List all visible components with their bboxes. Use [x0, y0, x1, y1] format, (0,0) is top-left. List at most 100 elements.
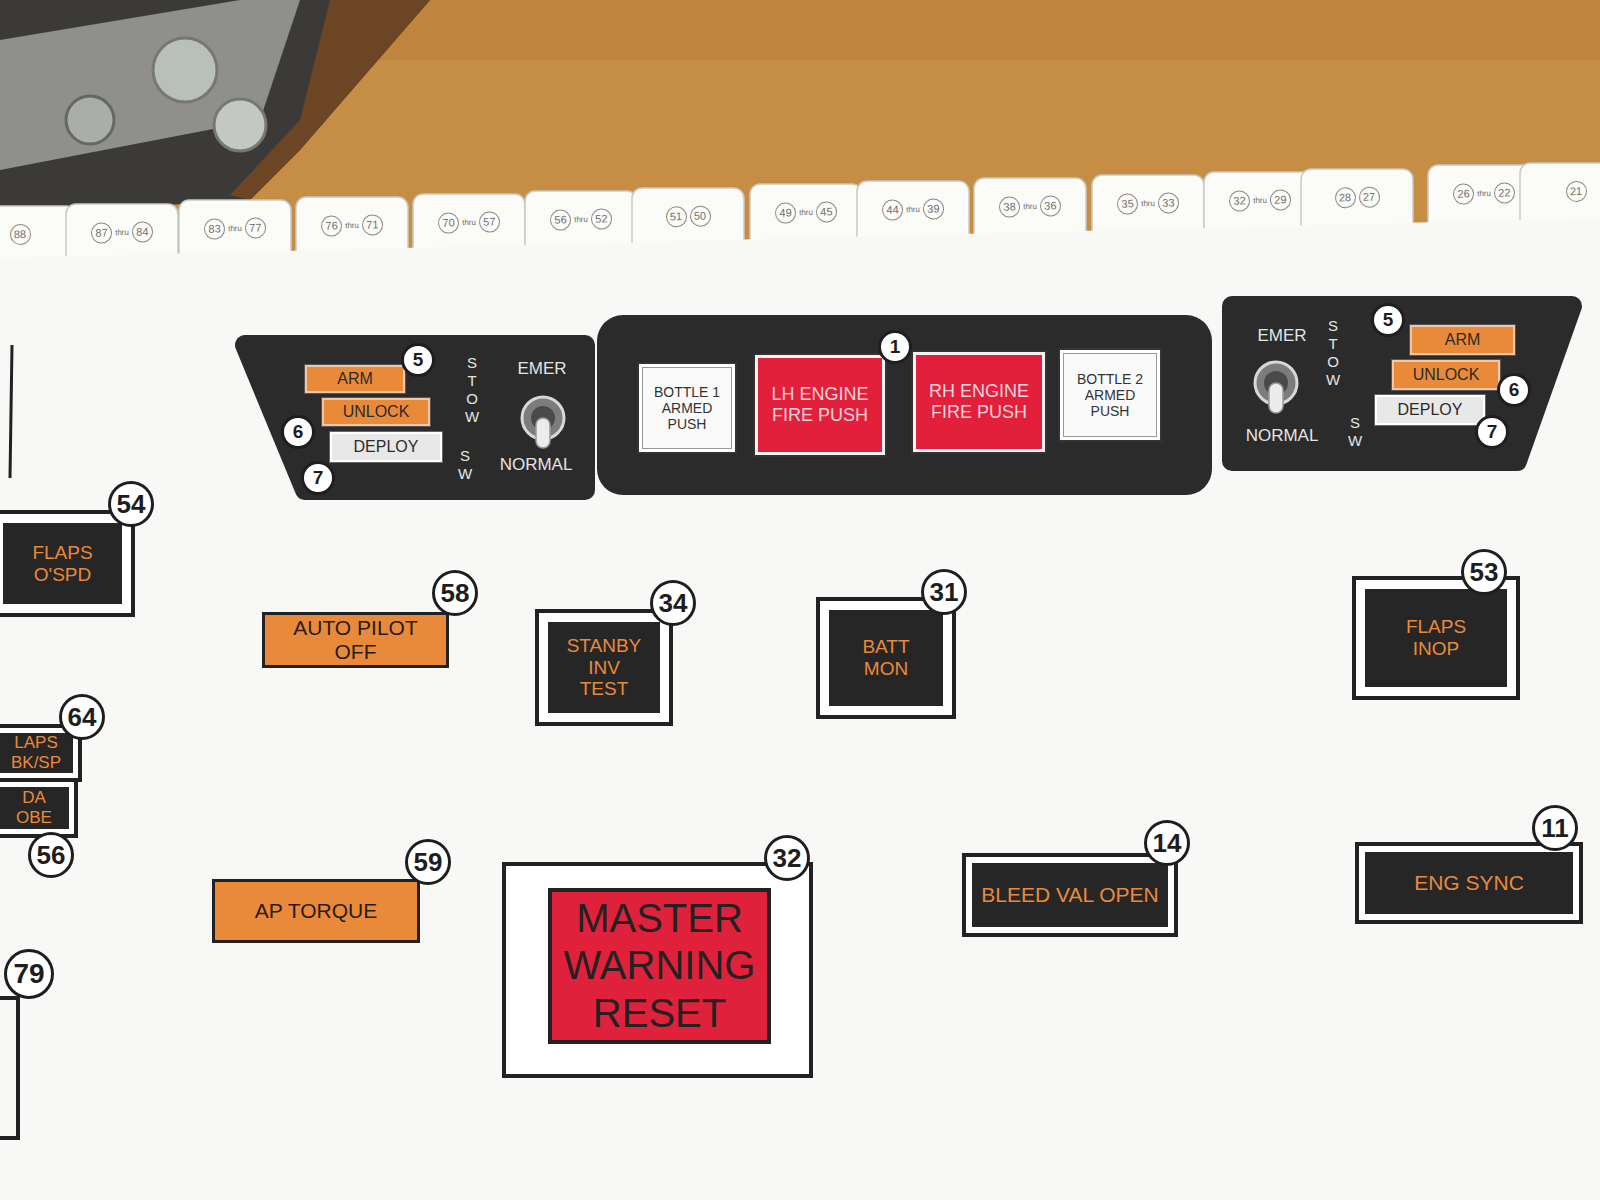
tab-number: 39	[923, 198, 945, 220]
tab-number: 33	[1158, 191, 1180, 213]
annunciator-box: AUTO PILOT OFF	[262, 612, 449, 668]
callout-number: 58	[432, 570, 478, 616]
callout-number: 5	[1371, 303, 1405, 337]
callout-number: 6	[281, 415, 315, 449]
light-text: DEPLOY	[332, 434, 440, 460]
panel-legend: STOW	[1322, 312, 1344, 394]
light-text: BLEED VAL OPEN	[972, 863, 1168, 927]
callout-number: 7	[301, 461, 335, 495]
callout-number: 59	[405, 839, 451, 885]
tab-number: 51	[665, 205, 687, 227]
annunciator-light: UNLOCK	[1392, 360, 1500, 390]
annunciator-box: DA OBE	[0, 778, 78, 838]
tab-label-group: 35thru33	[1086, 189, 1211, 216]
bottle-armed-button: BOTTLE 2 ARMED PUSH	[1058, 348, 1162, 442]
annunciator-box: AP TORQUE	[212, 879, 420, 943]
tab-number: 49	[775, 202, 797, 224]
tab-number: 22	[1494, 182, 1516, 204]
light-text: UNLOCK	[1394, 362, 1498, 388]
tab-number: 56	[550, 208, 572, 230]
light-text: BATT MON	[829, 610, 943, 706]
annunciator-light: UNLOCK	[322, 398, 430, 426]
tab-number: 52	[591, 207, 613, 229]
tab-range-word: thru	[1141, 198, 1155, 207]
callout-number: 53	[1461, 549, 1507, 595]
tab-number: 87	[91, 221, 113, 243]
light-text: ENG SYNC	[1365, 852, 1573, 914]
annunciator-box: FLAPS INOP	[1352, 576, 1520, 700]
callout-number: 54	[108, 481, 154, 527]
tab-label-group: 32thru29	[1198, 186, 1323, 213]
tab-label-group: 88	[0, 221, 82, 248]
callout-number: 1	[878, 330, 912, 364]
partial-line	[10, 345, 12, 478]
annunciator-box: BLEED VAL OPEN	[962, 853, 1178, 937]
tab-number: 50	[689, 205, 711, 227]
bottle-armed-button: BOTTLE 1 ARMED PUSH	[637, 362, 737, 454]
panel-legend: STOW	[461, 349, 483, 431]
page-sheet	[0, 218, 1600, 1200]
panel-legend: EMER	[1232, 324, 1332, 348]
metal-circle	[153, 38, 217, 102]
tab-range-word: thru	[115, 227, 129, 236]
light-text: STANBY INV TEST	[548, 622, 660, 713]
tab-number: 83	[204, 218, 226, 240]
metal-circle	[66, 96, 114, 144]
tab-number: 35	[1117, 192, 1139, 214]
metal-part	[0, 0, 300, 170]
light-text: DA OBE	[0, 787, 69, 829]
tab-number: 88	[9, 224, 31, 246]
annunciator-box: ENG SYNC	[1355, 842, 1583, 924]
tab-number: 26	[1453, 183, 1475, 205]
tab-range-word: thru	[1477, 189, 1491, 198]
callout-number: 34	[650, 580, 696, 626]
tab-label-group: 21	[1514, 177, 1600, 204]
tab-range-word: thru	[228, 224, 242, 233]
toggle-switch	[522, 397, 564, 448]
tab-label-group: 26thru22	[1422, 180, 1547, 207]
annunciator-light: ARM	[305, 365, 405, 393]
tab-label-group: 2827	[1295, 183, 1420, 210]
toggle-hub	[531, 406, 555, 430]
fire-push-button: RH ENGINE FIRE PUSH	[913, 352, 1045, 452]
partial-box	[0, 998, 18, 1138]
tab-label-group: 70thru57	[407, 208, 532, 235]
light-text: FLAPS INOP	[1365, 589, 1507, 687]
callout-number: 32	[764, 835, 810, 881]
callout-number: 56	[28, 832, 74, 878]
annunciator-box: STANBY INV TEST	[535, 609, 673, 726]
light-text: BOTTLE 1 ARMED PUSH	[639, 364, 735, 452]
tab-range-word: thru	[574, 214, 588, 223]
annunciator-light: DEPLOY	[330, 432, 442, 462]
tab-number: 45	[816, 201, 838, 223]
panel-legend: EMER	[497, 357, 587, 381]
toggle-base	[522, 397, 564, 439]
tab-number: 36	[1040, 195, 1062, 217]
tab-range-word: thru	[1023, 201, 1037, 210]
callout-number: 11	[1532, 805, 1578, 851]
toggle-hub	[1264, 371, 1288, 395]
toggle-base	[1255, 362, 1297, 404]
light-text: DEPLOY	[1377, 397, 1483, 423]
tab-label-group: 49thru45	[744, 199, 869, 226]
tab-number: 70	[438, 212, 460, 234]
tab-range-word: thru	[906, 205, 920, 214]
light-text: AUTO PILOT OFF	[265, 615, 446, 665]
tab-range-word: thru	[1253, 195, 1267, 204]
tab-number: 71	[362, 214, 384, 236]
tab-label-group: 56thru52	[519, 205, 644, 232]
light-text: RH ENGINE FIRE PUSH	[916, 355, 1042, 449]
metal-circle	[214, 99, 266, 151]
light-text: MASTER WARNING RESET	[548, 888, 771, 1044]
callout-number: 14	[1144, 820, 1190, 866]
tab-label-group: 76thru71	[290, 211, 415, 238]
annunciator-box: BATT MON	[816, 597, 956, 719]
annunciator-light: ARM	[1410, 325, 1515, 355]
tab-number: 77	[245, 217, 267, 239]
toggle-lever	[536, 418, 550, 448]
tab-number: 84	[132, 220, 154, 242]
tab-number: 38	[999, 196, 1021, 218]
tab-range-word: thru	[345, 220, 359, 229]
